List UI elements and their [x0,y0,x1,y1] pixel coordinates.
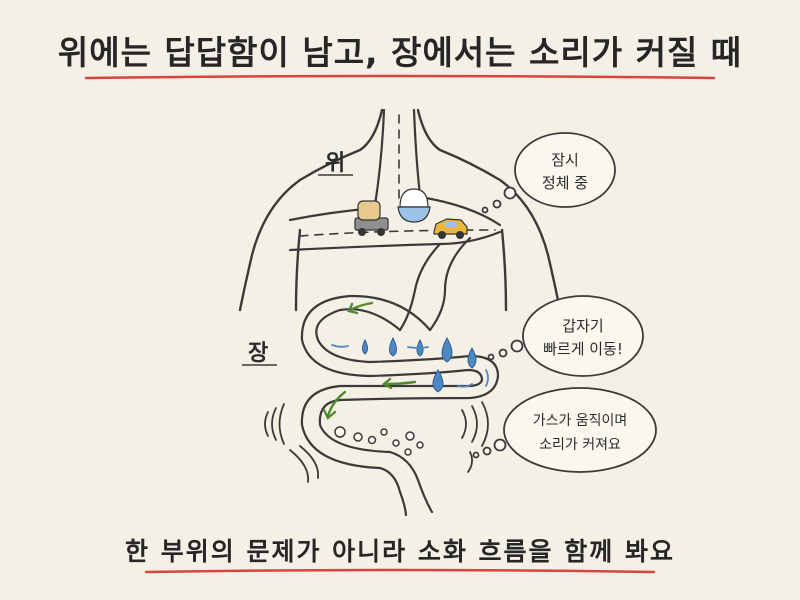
bubble-stomach-line2: 정체 중 [542,174,588,192]
gas-bubble-icon [334,426,346,438]
gas-bubble-icon [380,428,388,436]
bubble-middle-line2: 빠르게 이동! [543,340,623,358]
gas-bubble-icon [405,431,415,441]
water-drop-icon [467,346,477,369]
bubble-lower-line1: 가스가 움직이며 [533,413,628,429]
thought-bubble-stomach: 잠시 정체 중 [481,132,616,214]
bubble-middle-line1: 갑자기 [562,317,603,335]
sound-wave-icon [264,411,269,437]
intestine-path [300,294,500,517]
green-arrow-icon [326,390,347,418]
gas-bubble-icon [367,435,377,445]
footer-underline [144,568,656,574]
car-icon [433,218,468,239]
bread-truck-icon [354,200,389,236]
blue-motion-marks [331,344,489,388]
green-arrow-icon [383,380,417,386]
thought-bubble-middle: 갑자기 빠르게 이동! [487,295,644,377]
stomach-road [288,195,502,332]
gas-bubble-icon [416,441,424,449]
water-drop-icon [389,336,397,357]
sound-waves [264,401,489,483]
bubble-lower-line2: 소리가 커져요 [539,437,621,453]
gas-bubble-icon [392,439,400,447]
gas-bubble-icon [404,448,412,456]
torso-outline [238,108,562,312]
esophagus-road [373,108,422,207]
stomach-label: 위 [325,151,345,176]
water-drop-icon [362,338,368,355]
water-drops [362,336,477,393]
green-arrow-icon [348,301,374,312]
gas-bubbles [334,426,424,456]
rice-bowl-icon [397,188,431,223]
green-arrows [322,301,417,420]
thought-bubble-lower: 가스가 움직이며 소리가 커져요 [472,387,657,473]
bubble-stomach-line1: 잠시 [551,151,579,169]
sound-wave-icon [461,409,467,439]
water-drop-icon [432,369,444,393]
page-title: 위에는 답답함이 남고, 장에서는 소리가 커질 때 [57,33,743,72]
gas-bubble-icon [353,432,363,442]
title-underline [84,74,716,80]
footer-caption: 한 부위의 문제가 아니라 소화 흐름을 함께 봐요 [125,537,675,566]
water-drop-icon [441,336,453,363]
intestine-label: 장 [248,341,268,366]
